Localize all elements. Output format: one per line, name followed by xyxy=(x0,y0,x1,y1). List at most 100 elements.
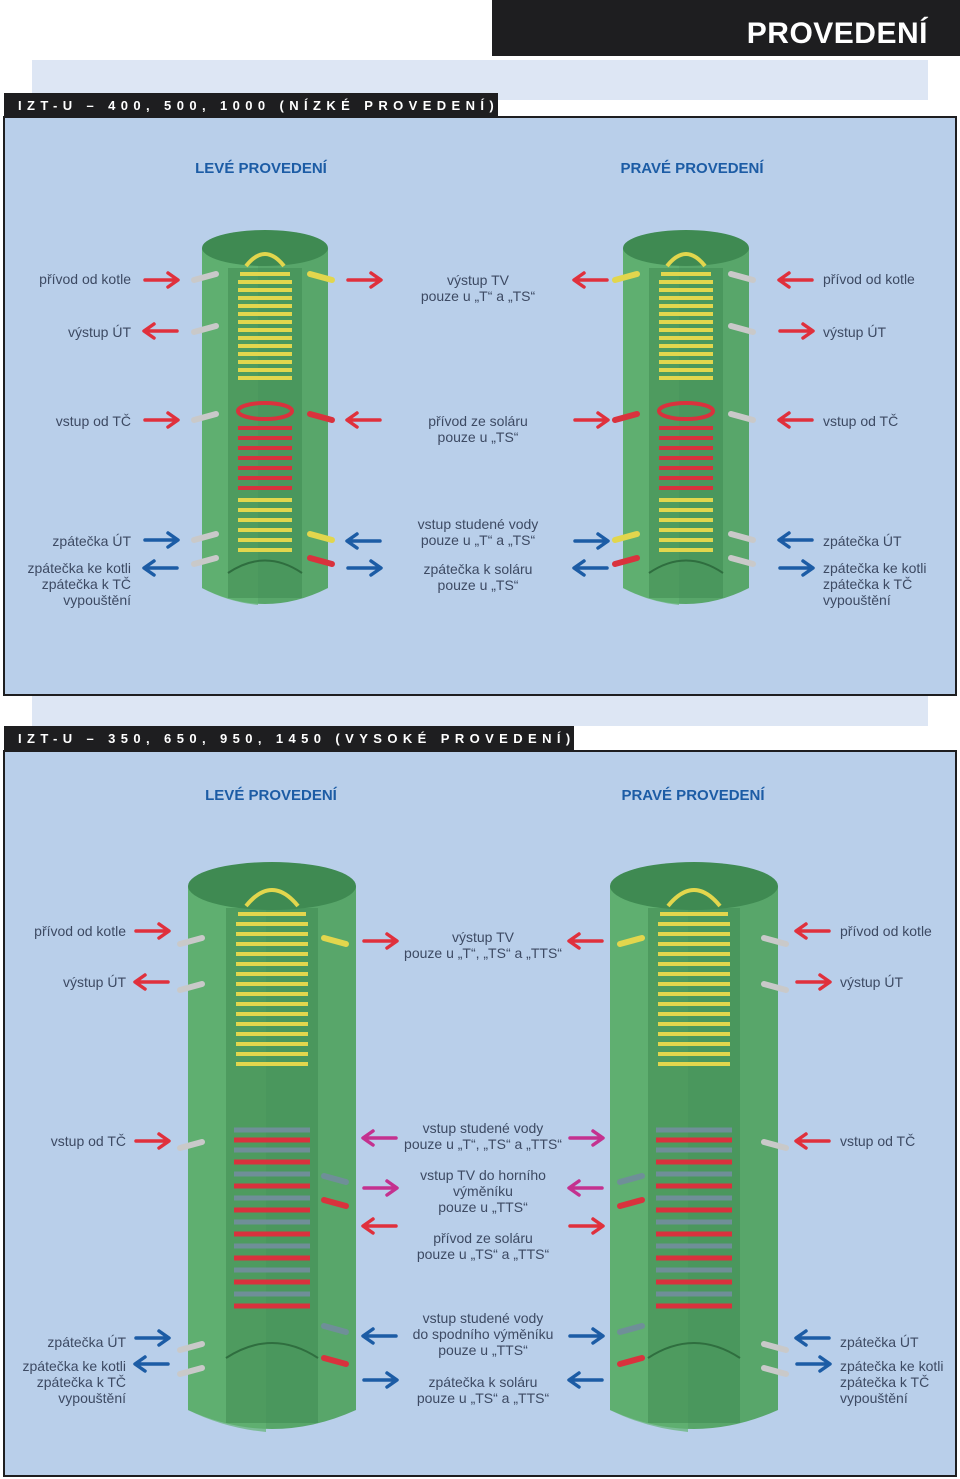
s1-left-boiler-supply: přívod od kotle xyxy=(39,271,131,287)
line: pouze u „TTS“ xyxy=(438,1342,528,1358)
line: vstup studené vody xyxy=(422,1120,544,1136)
lower-hw-coil xyxy=(659,498,713,552)
s2-left-multi-return: zpátečka ke kotli zpátečka k TČ vypouště… xyxy=(23,1358,127,1406)
s2-right-heating-return: zpátečka ÚT xyxy=(840,1334,919,1350)
section-1-left-tank xyxy=(191,230,335,605)
line: vypouštění xyxy=(840,1390,908,1406)
s2-left-heating-return: zpátečka ÚT xyxy=(47,1334,126,1350)
s2-hw-upper-inlet: vstup TV do horního výměníku pouze u „TT… xyxy=(378,1167,588,1215)
page-header: PROVEDENÍ xyxy=(492,0,960,56)
s1-left-multi-return: zpátečka ke kotli zpátečka k TČ vypouště… xyxy=(28,560,132,608)
line: výměníku xyxy=(453,1183,513,1199)
tank-cutaway-bottom xyxy=(227,559,303,574)
line: pouze u „T“ a „TS“ xyxy=(420,532,536,548)
line: vypouštění xyxy=(58,1390,126,1406)
line: zpátečka ke kotli xyxy=(840,1358,944,1374)
section-2-right-tank xyxy=(610,862,789,1432)
tank-cutaway-bottom xyxy=(648,559,724,574)
s2-solar-return: zpátečka k soláru pouze u „TS“ a „TTS“ xyxy=(378,1374,588,1406)
s1-hw-outlet: výstup TV pouze u „T“ a „TS“ xyxy=(373,272,583,304)
line: pouze u „TS“ a „TTS“ xyxy=(416,1246,550,1262)
s2-cold-lower-inlet: vstup studené vody do spodního výměníku … xyxy=(378,1310,588,1358)
section-1-title-tab: IZT-U – 400, 500, 1000 (NÍZKÉ PROVEDENÍ) xyxy=(4,93,498,118)
s2-left-boiler-supply: přívod od kotle xyxy=(34,923,126,939)
connection-pipes xyxy=(191,271,335,567)
s1-right-boiler-supply: přívod od kotle xyxy=(823,271,915,287)
s2-right-heating-outlet: výstup ÚT xyxy=(840,974,904,990)
section-2-panel xyxy=(3,750,957,1477)
line: zpátečka ke kotli xyxy=(22,1358,127,1374)
line: do spodního výměníku xyxy=(412,1326,554,1342)
section-1-left-heading: LEVÉ PROVEDENÍ xyxy=(195,160,327,177)
upper-coil xyxy=(659,252,713,380)
lower-hw-coil xyxy=(238,498,292,552)
tank-cutaway-bottom xyxy=(225,1342,319,1359)
s1-solar-supply: přívod ze soláru pouze u „TS“ xyxy=(373,413,583,445)
lower-coil-red xyxy=(234,1137,310,1309)
section-2-left-heading: LEVÉ PROVEDENÍ xyxy=(205,787,337,804)
section-2-title-tab: IZT-U – 350, 650, 950, 1450 (VYSOKÉ PROV… xyxy=(4,726,574,751)
line: pouze u „T“ a „TS“ xyxy=(420,288,536,304)
s1-solar-return: zpátečka k soláru pouze u „TS“ xyxy=(373,561,583,593)
section-2-right-heading: PRAVÉ PROVEDENÍ xyxy=(621,787,765,804)
s2-right-multi-return: zpátečka ke kotli zpátečka k TČ vypouště… xyxy=(840,1358,944,1406)
line: vypouštění xyxy=(63,592,131,608)
s1-left-heating-outlet: výstup ÚT xyxy=(67,324,131,340)
s2-right-boiler-supply: přívod od kotle xyxy=(840,923,932,939)
page-title: PROVEDENÍ xyxy=(746,17,928,50)
line: výstup TV xyxy=(447,272,509,288)
s1-left-heating-return: zpátečka ÚT xyxy=(52,533,131,549)
lower-coil-red xyxy=(656,1137,732,1309)
background-strip-middle xyxy=(32,696,928,726)
line: zpátečka ke kotli xyxy=(27,560,132,576)
section-2-left-tank xyxy=(177,862,356,1432)
line: pouze u „TTS“ xyxy=(438,1199,528,1215)
upper-coil xyxy=(238,252,292,380)
lower-coil-blue xyxy=(656,1127,732,1297)
line: vstup TV do horního xyxy=(420,1167,546,1183)
s2-left-hp-inlet: vstup od TČ xyxy=(50,1133,126,1149)
s1-right-multi-return: zpátečka ke kotli zpátečka k TČ vypouště… xyxy=(823,560,927,608)
s2-left-heating-outlet: výstup ÚT xyxy=(62,974,126,990)
line: vstup studené vody xyxy=(422,1310,544,1326)
lower-solar-coil xyxy=(236,401,294,490)
s2-right-hp-inlet: vstup od TČ xyxy=(840,1133,916,1149)
section-1-right-tank xyxy=(612,230,756,605)
line: zpátečka k TČ xyxy=(840,1374,930,1390)
line: pouze u „T“, „TS“ a „TTS“ xyxy=(404,1136,562,1152)
tank-body xyxy=(188,862,356,1432)
line: zpátečka k soláru xyxy=(428,1374,538,1390)
connection-pipes xyxy=(177,935,349,1377)
line: vstup studené vody xyxy=(417,516,539,532)
lower-coil-blue xyxy=(234,1127,310,1297)
s2-hw-outlet: výstup TV pouze u „T“, „TS“ a „TTS“ xyxy=(378,929,588,961)
line: zpátečka k TČ xyxy=(41,576,131,592)
s2-cold-inlet: vstup studené vody pouze u „T“, „TS“ a „… xyxy=(378,1120,588,1152)
tank-body xyxy=(610,862,778,1432)
line: zpátečka k soláru xyxy=(423,561,533,577)
line: přívod ze soláru xyxy=(428,413,528,429)
line: zpátečka k TČ xyxy=(36,1374,126,1390)
connection-pipes xyxy=(612,271,756,567)
line: zpátečka k TČ xyxy=(823,576,913,592)
upper-hw-coil xyxy=(658,888,730,1066)
lower-solar-coil xyxy=(657,401,715,490)
s1-cold-inlet: vstup studené vody pouze u „T“ a „TS“ xyxy=(373,516,583,548)
line: pouze u „T“, „TS“ a „TTS“ xyxy=(404,945,562,961)
s1-right-heating-return: zpátečka ÚT xyxy=(823,533,902,549)
s1-right-heating-outlet: výstup ÚT xyxy=(823,324,887,340)
line: pouze u „TS“ xyxy=(437,577,519,593)
line: pouze u „TS“ a „TTS“ xyxy=(416,1390,550,1406)
line: výstup TV xyxy=(452,929,514,945)
s1-right-hp-inlet: vstup od TČ xyxy=(823,413,899,429)
upper-hw-coil xyxy=(236,888,308,1066)
line: zpátečka ke kotli xyxy=(823,560,927,576)
section-1-panel xyxy=(3,116,957,696)
line: přívod ze soláru xyxy=(433,1230,533,1246)
tank-cutaway-bottom xyxy=(647,1342,741,1359)
line: pouze u „TS“ xyxy=(437,429,519,445)
line: vypouštění xyxy=(823,592,891,608)
s1-left-hp-inlet: vstup od TČ xyxy=(55,413,131,429)
s2-solar-supply: přívod ze soláru pouze u „TS“ a „TTS“ xyxy=(378,1230,588,1262)
connection-pipes xyxy=(617,935,789,1377)
